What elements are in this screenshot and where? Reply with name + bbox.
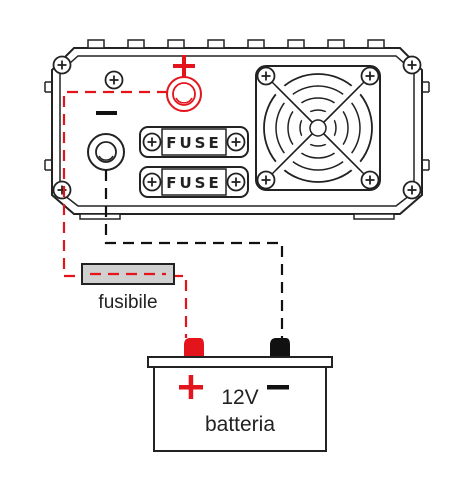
fuse-holder-top: FUSE xyxy=(139,126,249,158)
battery-voltage: 12V xyxy=(221,386,258,409)
screw-icon xyxy=(402,180,422,200)
positive-terminal-icon xyxy=(166,55,202,112)
fuse-label: FUSE xyxy=(166,134,221,152)
battery-label: batteria xyxy=(205,413,275,436)
fan-grille-icon xyxy=(255,65,381,191)
screw-icon xyxy=(360,170,380,190)
screw-icon xyxy=(52,55,72,75)
screw-icon xyxy=(104,70,124,90)
fuse-label: FUSE xyxy=(166,174,221,192)
inline-fuse xyxy=(81,263,175,285)
battery-negative-icon xyxy=(267,385,289,390)
fuse-holder-bottom: FUSE xyxy=(139,166,249,198)
negative-terminal-icon xyxy=(87,111,125,171)
negative-wire xyxy=(104,170,284,338)
screw-icon xyxy=(256,170,276,190)
battery-positive-icon xyxy=(179,375,203,399)
screw-icon xyxy=(256,66,276,86)
screw-icon xyxy=(52,180,72,200)
screw-icon xyxy=(402,55,422,75)
positive-wire xyxy=(62,90,188,338)
battery xyxy=(147,338,333,452)
fuse-caption: fusibile xyxy=(98,292,157,313)
screw-icon xyxy=(360,66,380,86)
